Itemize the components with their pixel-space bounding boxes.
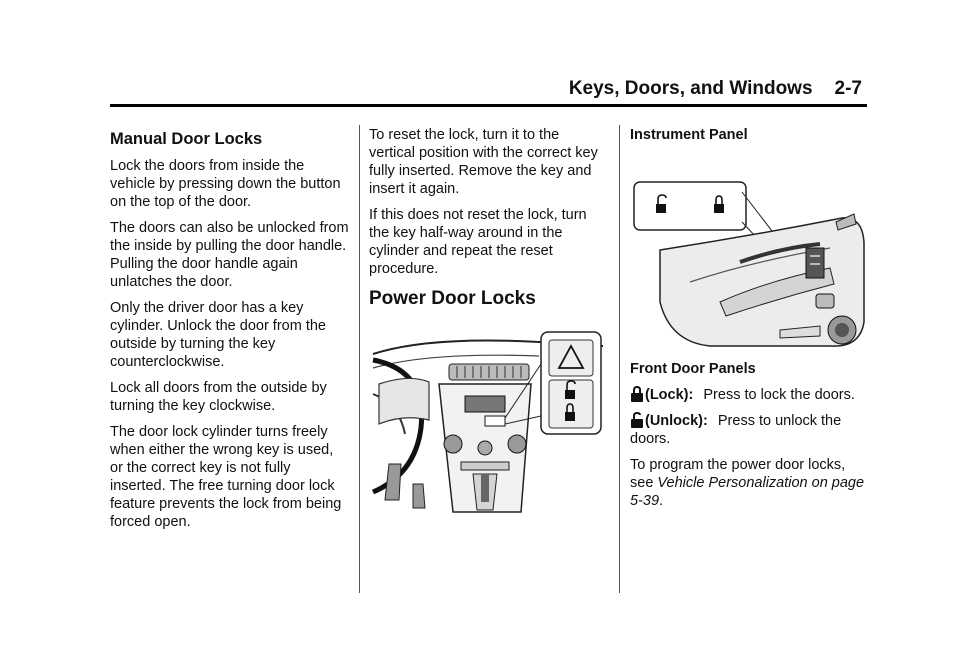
- unlock-icon: [631, 412, 643, 428]
- lock-icon: [631, 386, 643, 402]
- unlock-text: Press to unlock the doors.: [630, 413, 842, 447]
- paragraph: If this does not reset the lock, turn th…: [369, 207, 587, 277]
- unlock-label: (Unlock):: [645, 413, 708, 429]
- unlock-description: (Unlock): Press to unlock the doors.: [630, 412, 866, 448]
- door-switch-callout: [633, 181, 747, 231]
- header-rule: [110, 104, 867, 107]
- paragraph: Only the driver door has a key cylinder.…: [110, 300, 326, 370]
- door-handle: [815, 293, 835, 309]
- paragraph: Lock all doors from the outside by turni…: [110, 380, 327, 414]
- section-title: Keys, Doors, and Windows: [568, 78, 813, 99]
- column-2: To reset the lock, turn it to the vertic…: [369, 126, 607, 514]
- unlock-icon: [656, 194, 667, 213]
- column-divider-2: [619, 125, 620, 593]
- door-armrest: [719, 267, 835, 317]
- paragraph: The door lock cylinder turns freely when…: [110, 424, 342, 530]
- door-window-switches: [805, 247, 825, 279]
- page-number: 2-7: [834, 78, 862, 99]
- front-door-panels-caption: Front Door Panels: [630, 361, 756, 377]
- lock-text: Press to lock the doors.: [703, 387, 855, 403]
- column-1: Manual Door Locks Lock the doors from in…: [110, 126, 350, 539]
- instrument-panel-illustration: [371, 331, 604, 513]
- lock-icon: [565, 403, 575, 421]
- power-door-locks-heading: Power Door Locks: [369, 288, 536, 309]
- lock-switch-location: [484, 415, 506, 427]
- radio-display: [464, 395, 506, 413]
- vehicle-personalization-link[interactable]: Vehicle Personalization on page 5-39: [630, 475, 865, 509]
- page-header: Keys, Doors, and Windows 2-7: [0, 78, 862, 100]
- column-3: Instrument Panel Front Door Panels: [630, 126, 866, 518]
- lock-label: (Lock):: [645, 387, 694, 403]
- hazard-icon: [557, 344, 585, 369]
- instrument-panel-caption: Instrument Panel: [630, 127, 748, 143]
- manual-door-locks-heading: Manual Door Locks: [110, 130, 263, 148]
- lock-icon: [714, 195, 724, 213]
- unlock-icon: [565, 380, 576, 399]
- lock-description: (Lock): Press to lock the doors.: [630, 386, 866, 404]
- door-pull-handle: [739, 242, 821, 264]
- program-end: .: [659, 493, 664, 509]
- front-door-panel-illustration: [633, 181, 865, 347]
- paragraph: Lock the doors from inside the vehicle b…: [110, 158, 341, 210]
- paragraph: The doors can also be unlocked from the …: [110, 220, 349, 290]
- paragraph: To reset the lock, turn it to the vertic…: [369, 127, 598, 197]
- column-divider-1: [359, 125, 360, 593]
- program-paragraph: To program the power door locks, see Veh…: [630, 456, 866, 510]
- program-text: To program the power door locks, see: [630, 457, 846, 491]
